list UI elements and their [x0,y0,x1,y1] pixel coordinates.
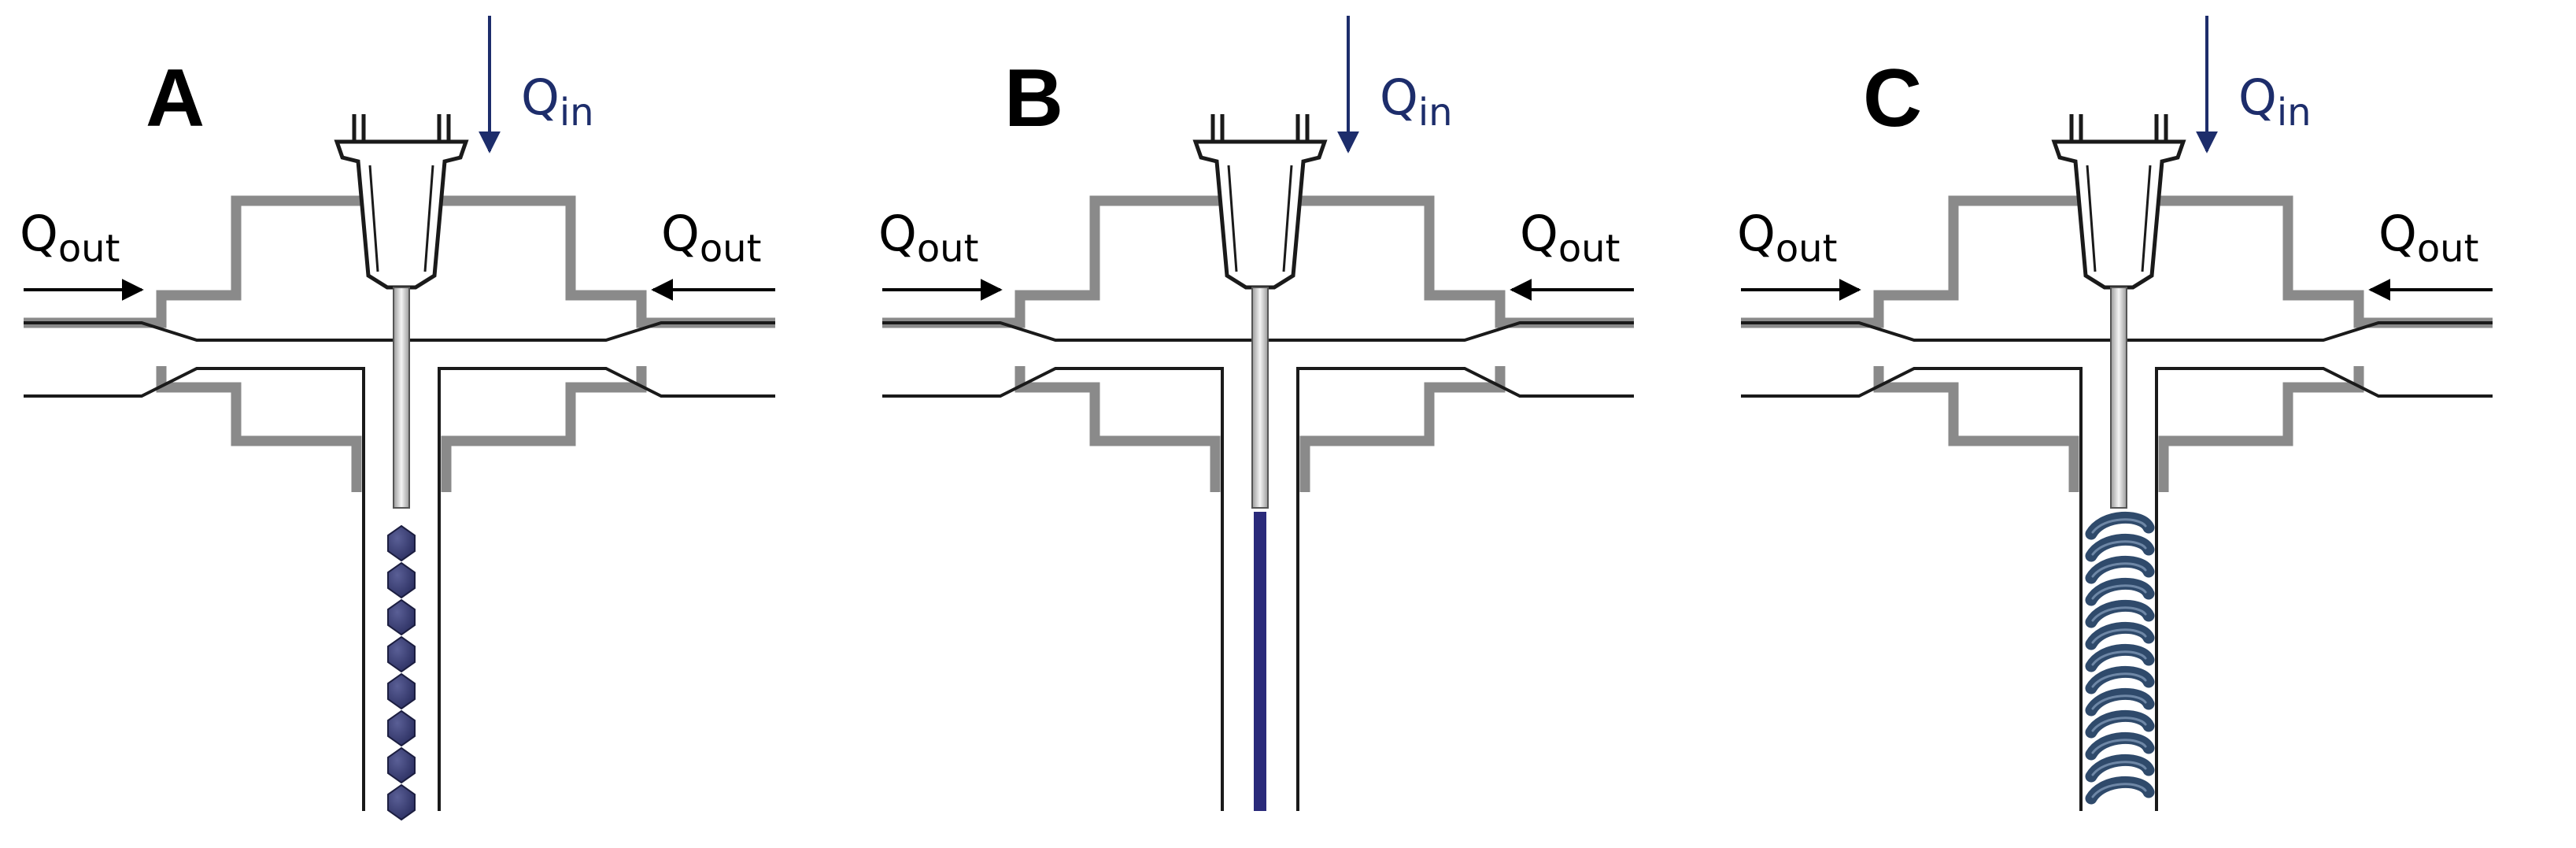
straight-fiber [1254,512,1266,811]
hub-inner [1227,165,1293,272]
outflow-label-right: Qout [661,205,761,271]
inflow-label-subscript: in [1418,91,1453,135]
coil-highlight [2091,628,2147,644]
needle-hub [334,114,469,290]
droplet [387,746,416,784]
coil-highlight [2091,584,2147,600]
droplet [387,524,416,562]
needle-shaft [2110,287,2127,509]
outflow-label-right-subscript: out [1558,227,1621,271]
coil-highlight [2091,783,2147,798]
hub-flange [352,114,451,142]
droplet-train [387,524,416,821]
panel-letter: C [1863,53,1922,144]
outflow-label-right-main: Q [2378,205,2417,262]
inflow-label-subscript: in [560,91,594,135]
coil-highlight [2091,540,2147,556]
hub-flange [1210,114,1310,142]
inflow-label-main: Q [1380,69,1418,126]
hub-inner [2086,165,2152,272]
inflow-label: Qin [2238,69,2312,135]
hub-body [2051,139,2186,290]
hub-body [334,139,469,290]
device-housing [24,195,775,492]
coil-highlight [2091,650,2147,666]
outflow-label-left-subscript: out [1776,227,1838,271]
coil-highlight [2091,717,2147,732]
needle-hub [2051,114,2186,290]
panel-letter: B [1004,53,1063,144]
hub-flange [2069,114,2168,142]
coil-highlight [2091,694,2147,710]
coiled-fiber [2085,512,2155,805]
coil-highlight [2091,761,2147,776]
droplet [387,561,416,599]
inflow-label: Qin [1380,69,1453,135]
inflow-label-subscript: in [2277,91,2312,135]
coil-highlight [2091,562,2147,578]
outflow-label-right: Qout [1520,205,1620,271]
outflow-label-left-main: Q [878,205,917,262]
droplet [387,672,416,710]
inflow-label-main: Q [2238,69,2277,126]
outflow-label-left-main: Q [20,205,58,262]
outflow-label-left-main: Q [1737,205,1776,262]
outflow-label-left-subscript: out [58,227,120,271]
needle-hub [1192,114,1328,290]
inflow-label-main: Q [521,69,560,126]
outflow-label-left-subscript: out [917,227,979,271]
droplet [387,709,416,747]
device-housing [882,195,1634,492]
outflow-label-left: Qout [1737,205,1837,271]
coil-highlight [2091,518,2147,534]
coil-highlight [2091,606,2147,622]
coil-highlight [2091,739,2147,754]
outflow-label-right-subscript: out [700,227,762,271]
outflow-label-right-main: Q [661,205,700,262]
device-housing [1741,195,2493,492]
droplet [387,783,416,821]
outflow-label-right-subscript: out [2417,227,2479,271]
inflow-label: Qin [521,69,594,135]
needle-shaft [1251,287,1269,509]
coil-highlight [2091,672,2147,688]
droplet [387,635,416,673]
outflow-label-left: Qout [878,205,978,271]
needle-shaft [393,287,410,509]
panel-letter: A [146,53,205,144]
outflow-label-right-main: Q [1520,205,1558,262]
hub-inner [368,165,434,272]
outflow-label-right: Qout [2378,205,2478,271]
droplet [387,598,416,636]
hub-body [1192,139,1328,290]
outflow-label-left: Qout [20,205,120,271]
